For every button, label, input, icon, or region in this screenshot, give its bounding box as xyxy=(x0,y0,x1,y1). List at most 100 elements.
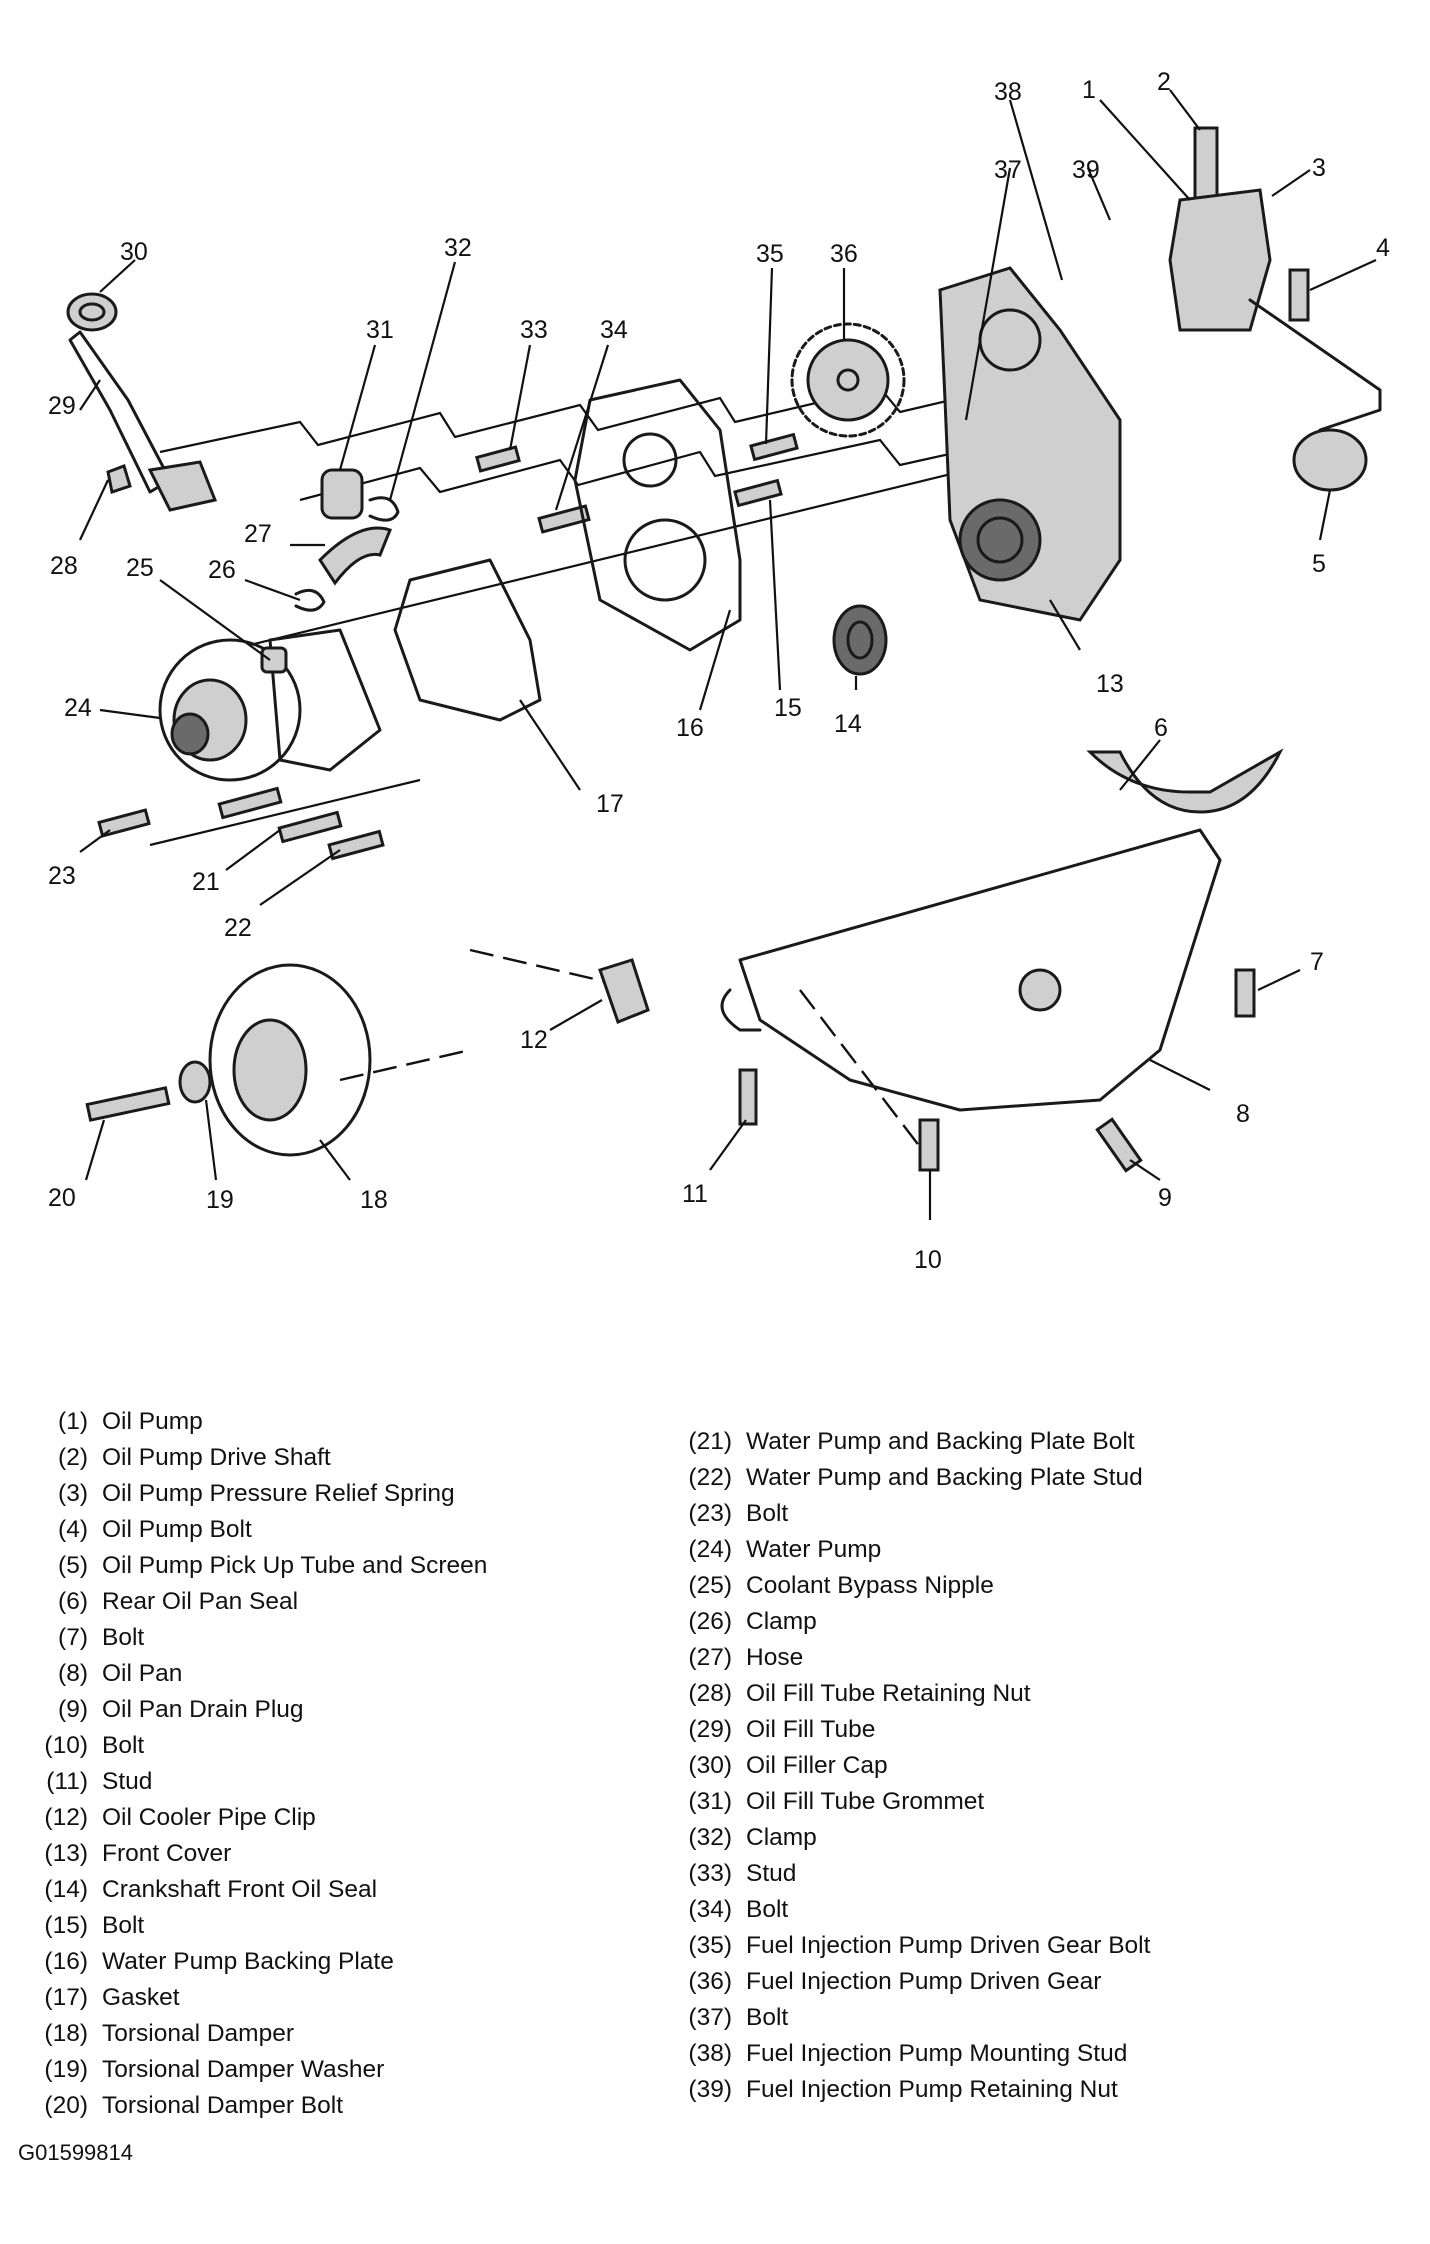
callout-23: 23 xyxy=(48,862,76,890)
grommet-hose-clamps xyxy=(294,468,400,612)
legend-item: (17)Gasket xyxy=(16,1980,487,2016)
legend-item: (22) Water Pump and Backing Plate Stud xyxy=(660,1460,1150,1496)
legend-item: (4) Oil Pump Bolt xyxy=(16,1512,487,1548)
legend-item-number: (24) xyxy=(688,1536,732,1563)
legend-item: (34) Bolt xyxy=(660,1892,1150,1928)
legend-item: (18)Torsional Damper xyxy=(16,2016,487,2052)
legend-item-label: Oil Pump Pick Up Tube and Screen xyxy=(102,1552,488,1579)
legend-item: (13)Front Cover xyxy=(16,1836,487,1872)
water-pump-fasteners xyxy=(97,786,385,861)
legend-item-label: Bolt xyxy=(102,1732,145,1759)
legend-item-number: (31) xyxy=(688,1788,732,1815)
legend-item-label: Oil Filler Cap xyxy=(746,1752,888,1779)
legend-item-number: (2) xyxy=(58,1444,88,1471)
legend-item: (37) Bolt xyxy=(660,2000,1150,2036)
legend-item: (31) Oil Fill Tube Grommet xyxy=(660,1784,1150,1820)
legend-item-label: Bolt xyxy=(746,2004,789,2031)
legend-item-number: (23) xyxy=(688,1500,732,1527)
callout-31: 31 xyxy=(366,316,394,344)
legend-item-number: (39) xyxy=(688,2076,732,2103)
legend-item-label: Oil Pump xyxy=(102,1408,203,1435)
legend-item-number: (37) xyxy=(688,2004,732,2031)
legend-item: (14)Crankshaft Front Oil Seal xyxy=(16,1872,487,1908)
legend-item-label: Stud xyxy=(102,1768,153,1795)
callout-18: 18 xyxy=(360,1186,388,1214)
legend-item-label: Oil Fill Tube Grommet xyxy=(746,1788,985,1815)
legend-item: (28)Oil Fill Tube Retaining Nut xyxy=(660,1676,1150,1712)
legend-item-label: Oil Fill Tube Retaining Nut xyxy=(746,1680,1031,1707)
fuel-injection-pump-driven-gear xyxy=(790,322,906,438)
legend-item: (16)Water Pump Backing Plate xyxy=(16,1944,487,1980)
legend-item: (10)Bolt xyxy=(16,1728,487,1764)
legend-item-number: (9) xyxy=(58,1696,88,1723)
legend-item: (6)Rear Oil Pan Seal xyxy=(16,1584,487,1620)
crankshaft-front-oil-seal xyxy=(832,604,888,676)
legend-item-label: Oil Pump Drive Shaft xyxy=(102,1444,331,1471)
legend-item-number: (7) xyxy=(58,1624,88,1651)
callout-30: 30 xyxy=(120,238,148,266)
legend-item-number: (30) xyxy=(688,1752,732,1779)
legend-item: (1) Oil Pump xyxy=(16,1404,487,1440)
legend-item: (9)Oil Pan Drain Plug xyxy=(16,1692,487,1728)
legend-item: (23) Bolt xyxy=(660,1496,1150,1532)
legend-item-label: Stud xyxy=(746,1860,797,1887)
legend-item-number: (14) xyxy=(44,1876,88,1903)
legend-item: (38)Fuel Injection Pump Mounting Stud xyxy=(660,2036,1150,2072)
legend-item-number: (18) xyxy=(44,2020,88,2047)
legend-item-label: Bolt xyxy=(746,1500,789,1527)
legend-item-label: Hose xyxy=(746,1644,804,1671)
callout-10: 10 xyxy=(914,1246,942,1274)
callout-21: 21 xyxy=(192,868,220,896)
legend-item-number: (15) xyxy=(44,1912,88,1939)
leader-lines xyxy=(79,89,1377,1220)
legend-item-label: Torsional Damper Washer xyxy=(102,2056,385,2083)
callout-39: 39 xyxy=(1072,156,1100,184)
callout-36: 36 xyxy=(830,240,858,268)
callout-33: 33 xyxy=(520,316,548,344)
legend-item: (21)Water Pump and Backing Plate Bolt xyxy=(660,1424,1150,1460)
legend-item-label: Clamp xyxy=(746,1824,817,1851)
legend-item-label: Oil Pump Pressure Relief Spring xyxy=(102,1480,455,1507)
legend-item-label: Torsional Damper Bolt xyxy=(102,2092,344,2119)
legend-item-number: (4) xyxy=(58,1516,88,1543)
legend-item-number: (8) xyxy=(58,1660,88,1687)
callout-numbers: 1 2 3 4 5 6 7 8 9 10 11 12 13 14 15 16 1… xyxy=(48,68,1390,1274)
legend-item-number: (12) xyxy=(44,1804,88,1831)
legend-item: (20)Torsional Damper Bolt xyxy=(16,2088,487,2124)
legend-item: (32)Clamp xyxy=(660,1820,1150,1856)
callout-38: 38 xyxy=(994,78,1022,106)
legend-item-label: Bolt xyxy=(102,1624,145,1651)
legend-item-label: Oil Pump Bolt xyxy=(102,1516,252,1543)
legend-item-number: (1) xyxy=(58,1408,88,1435)
legend-item-number: (35) xyxy=(688,1932,732,1959)
legend-item: (30) Oil Filler Cap xyxy=(660,1748,1150,1784)
legend-item-number: (25) xyxy=(688,1572,732,1599)
callout-9: 9 xyxy=(1158,1184,1172,1212)
callout-34: 34 xyxy=(600,316,628,344)
legend-item: (29)Oil Fill Tube xyxy=(660,1712,1150,1748)
legend-item-number: (22) xyxy=(688,1464,732,1491)
legend-item-label: Coolant Bypass Nipple xyxy=(746,1572,994,1599)
callout-25: 25 xyxy=(126,554,154,582)
legend-item-label: Clamp xyxy=(746,1608,817,1635)
legend-item-number: (5) xyxy=(58,1552,88,1579)
legend-item: (11) Stud xyxy=(16,1764,487,1800)
legend-item-label: Bolt xyxy=(746,1896,789,1923)
callout-4: 4 xyxy=(1376,234,1390,262)
legend-item-number: (36) xyxy=(688,1968,732,1995)
callout-22: 22 xyxy=(224,914,252,942)
legend-item-label: Water Pump and Backing Plate Stud xyxy=(746,1464,1143,1491)
legend-item-number: (11) xyxy=(46,1768,88,1795)
callout-17: 17 xyxy=(596,790,624,818)
legend-item: (3) Oil Pump Pressure Relief Spring xyxy=(16,1476,487,1512)
legend-item-number: (3) xyxy=(58,1480,88,1507)
legend-item-label: Fuel Injection Pump Retaining Nut xyxy=(746,2076,1118,2103)
legend-item-label: Water Pump xyxy=(746,1536,882,1563)
parts-legend-left: (1) Oil Pump (2) Oil Pump Drive Shaft (3) Oil… xyxy=(16,1404,487,2124)
figure-id: G01599814 xyxy=(18,2140,133,2165)
callout-15: 15 xyxy=(774,694,802,722)
oil-pump-assembly xyxy=(1168,126,1382,492)
legend-item-number: (34) xyxy=(688,1896,732,1923)
callout-11: 11 xyxy=(682,1180,708,1208)
callout-1: 1 xyxy=(1082,76,1096,104)
